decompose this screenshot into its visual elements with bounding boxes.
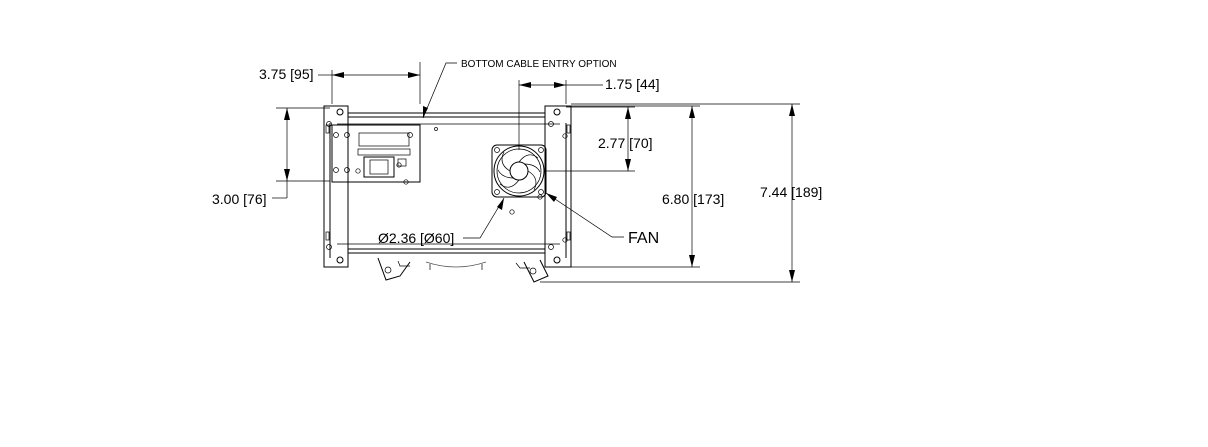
fan-graphic [491,144,547,198]
dim-cable-width-label: 3.75 [95] [259,66,314,82]
dim-cable-height-label: 3.00 [76] [212,191,267,207]
dim-fan-offset-y-label: 2.77 [70] [598,135,653,151]
dim-body-height-label: 6.80 [173] [662,191,724,207]
callout-fan: FAN [545,192,659,247]
callout-fan-label: FAN [628,230,659,247]
dim-overall-height-label: 7.44 [189] [760,184,822,200]
enclosure-body [323,105,572,283]
dim-body-height: 6.80 [173] [571,105,724,268]
callout-cable-entry-label: BOTTOM CABLE ENTRY OPTION [461,59,617,70]
dim-overall-height: 7.44 [189] [540,103,822,283]
cable-entry-plate [331,124,421,185]
dim-cable-width: 3.75 [95] [259,62,421,104]
dim-fan-offset-x-label: 1.75 [44] [605,76,660,92]
dim-fan-diameter: Ø2.36 [Ø60] [378,197,505,246]
dim-fan-diameter-label: Ø2.36 [Ø60] [378,230,454,246]
dim-fan-offset-x: 1.75 [44] [518,76,660,150]
dim-fan-offset-y: 2.77 [70] [544,106,653,172]
dim-cable-height: 3.00 [76] [212,107,330,207]
callout-cable-entry: BOTTOM CABLE ENTRY OPTION [422,59,617,119]
